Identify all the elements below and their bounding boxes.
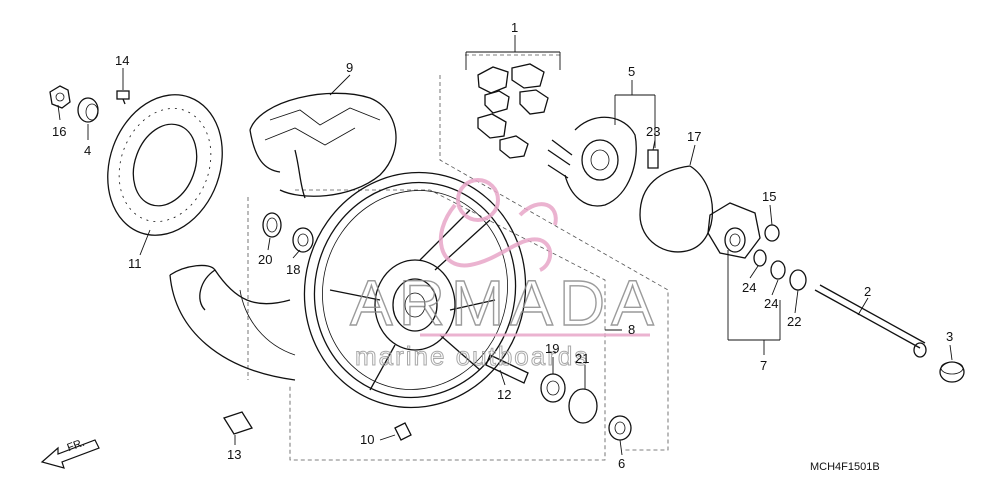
callout-13: 13 bbox=[227, 447, 241, 462]
callout-22: 22 bbox=[787, 314, 801, 329]
callout-5: 5 bbox=[628, 64, 635, 79]
stud-bolt bbox=[647, 149, 659, 169]
callout-15: 15 bbox=[762, 189, 776, 204]
callout-11: 11 bbox=[128, 256, 142, 271]
axle-nut bbox=[49, 85, 71, 109]
o-ring bbox=[568, 388, 598, 424]
callout-23: 23 bbox=[646, 124, 660, 139]
axle-cap bbox=[939, 361, 965, 383]
wheel-rim bbox=[303, 171, 527, 409]
oil-seal bbox=[262, 212, 282, 238]
callout-1: 1 bbox=[511, 20, 518, 35]
collar bbox=[77, 97, 99, 123]
bearing-right-a bbox=[753, 249, 767, 267]
circlip bbox=[639, 165, 714, 253]
callout-10: 10 bbox=[360, 432, 374, 447]
callout-16: 16 bbox=[52, 124, 66, 139]
bearing-hub bbox=[540, 373, 566, 403]
callout-18: 18 bbox=[286, 262, 300, 277]
callout-19: 19 bbox=[545, 341, 559, 356]
front-direction-arrow: FR. bbox=[40, 437, 100, 469]
callout-2: 2 bbox=[864, 284, 871, 299]
assembly-outline-lines bbox=[247, 54, 669, 461]
brake-disc bbox=[107, 94, 223, 236]
watermark-tagline: marine outboards bbox=[355, 341, 589, 371]
callout-12: 12 bbox=[497, 387, 511, 402]
callout-4: 4 bbox=[84, 143, 91, 158]
callout-17: 17 bbox=[687, 129, 701, 144]
side-collar bbox=[608, 415, 632, 441]
sprocket-hub bbox=[707, 202, 761, 259]
callout-20: 20 bbox=[258, 252, 272, 267]
callout-labels: 1 2 3 4 5 6 7 8 9 10 11 12 13 14 15 16 1… bbox=[52, 20, 953, 471]
callout-6: 6 bbox=[618, 456, 625, 471]
callout-14: 14 bbox=[115, 53, 129, 68]
watermark-brand: ARMADA bbox=[350, 267, 660, 339]
callout-24b: 24 bbox=[764, 296, 778, 311]
watermark: ARMADA marine outboards bbox=[349, 178, 660, 372]
diagram-code: MCH4F1501B bbox=[810, 461, 880, 473]
bearing-left bbox=[292, 227, 314, 253]
callout-7: 7 bbox=[760, 358, 767, 373]
rear-axle bbox=[814, 284, 927, 358]
callout-21: 21 bbox=[575, 351, 589, 366]
callout-24a: 24 bbox=[742, 280, 756, 295]
bearing-right-b bbox=[770, 260, 786, 280]
callout-3: 3 bbox=[946, 329, 953, 344]
wheel-cover bbox=[169, 264, 296, 381]
front-direction-label: FR. bbox=[66, 437, 87, 454]
bearing-small bbox=[764, 224, 780, 242]
damper-rubber-set bbox=[477, 63, 549, 159]
callout-9: 9 bbox=[346, 60, 353, 75]
watermark-logo bbox=[438, 178, 558, 272]
balance-weight bbox=[223, 411, 253, 435]
leader-lines bbox=[57, 35, 953, 456]
o-ring-right bbox=[789, 269, 807, 291]
disc-bolt bbox=[116, 90, 130, 105]
air-valve bbox=[394, 422, 412, 441]
driven-flange bbox=[547, 116, 637, 207]
tire bbox=[249, 92, 397, 199]
callout-8: 8 bbox=[628, 322, 635, 337]
distance-collar bbox=[485, 354, 529, 384]
